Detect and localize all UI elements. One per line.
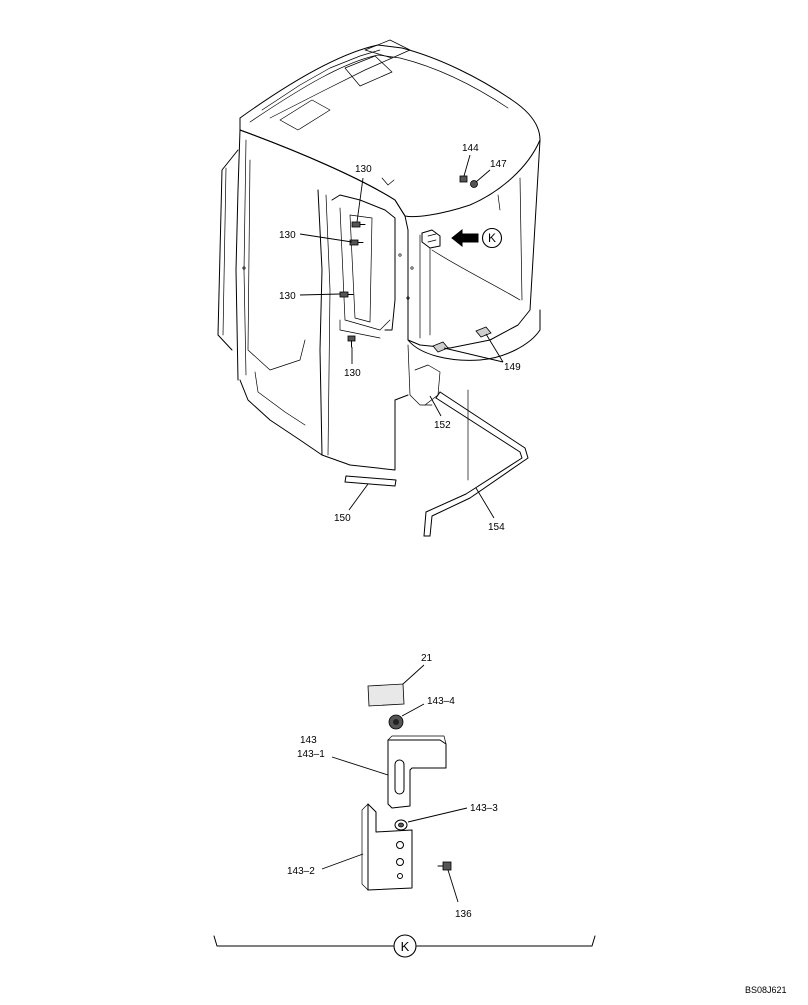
- label-143-1: 143–1: [297, 749, 325, 760]
- label-pad-21: [367, 664, 425, 707]
- strip-152: [423, 391, 529, 537]
- bracket-143-1: [331, 735, 447, 809]
- label-130-top: 130: [355, 164, 372, 175]
- knob-143-4: [388, 703, 425, 730]
- bolts-130: [339, 221, 366, 348]
- view-k-bracket: [421, 229, 441, 249]
- label-152: 152: [434, 420, 451, 431]
- label-149: 149: [504, 362, 521, 373]
- leader-lines-cab: [299, 154, 504, 519]
- drawing-code: BS08J621: [745, 985, 787, 995]
- label-130-upper-left: 130: [279, 230, 296, 241]
- strip-150: [344, 475, 397, 487]
- bracket-143-2: [321, 803, 413, 891]
- view-marker-letter: K: [488, 231, 496, 245]
- label-143-2: 143–2: [287, 866, 315, 877]
- label-130-bottom: 130: [344, 368, 361, 379]
- view-arrow: [451, 228, 479, 248]
- cab-frame: [217, 39, 541, 471]
- label-143-4: 143–4: [427, 696, 455, 707]
- detail-brace: [213, 935, 596, 947]
- view-marker-k: K: [481, 227, 503, 249]
- detail-marker-k: K: [393, 934, 417, 958]
- bolt-136: [437, 861, 459, 903]
- detail-marker-letter: K: [401, 939, 410, 954]
- label-154: 154: [488, 522, 505, 533]
- blocks-149: [432, 326, 492, 353]
- label-143-3: 143–3: [470, 803, 498, 814]
- label-143: 143: [300, 735, 317, 746]
- label-21: 21: [421, 653, 433, 664]
- screws-144-147: [459, 175, 478, 188]
- clip-143-3: [394, 807, 468, 831]
- label-150: 150: [334, 513, 351, 524]
- label-144: 144: [462, 143, 479, 154]
- label-130-lower-left: 130: [279, 291, 296, 302]
- label-147: 147: [490, 159, 507, 170]
- label-136: 136: [455, 909, 472, 920]
